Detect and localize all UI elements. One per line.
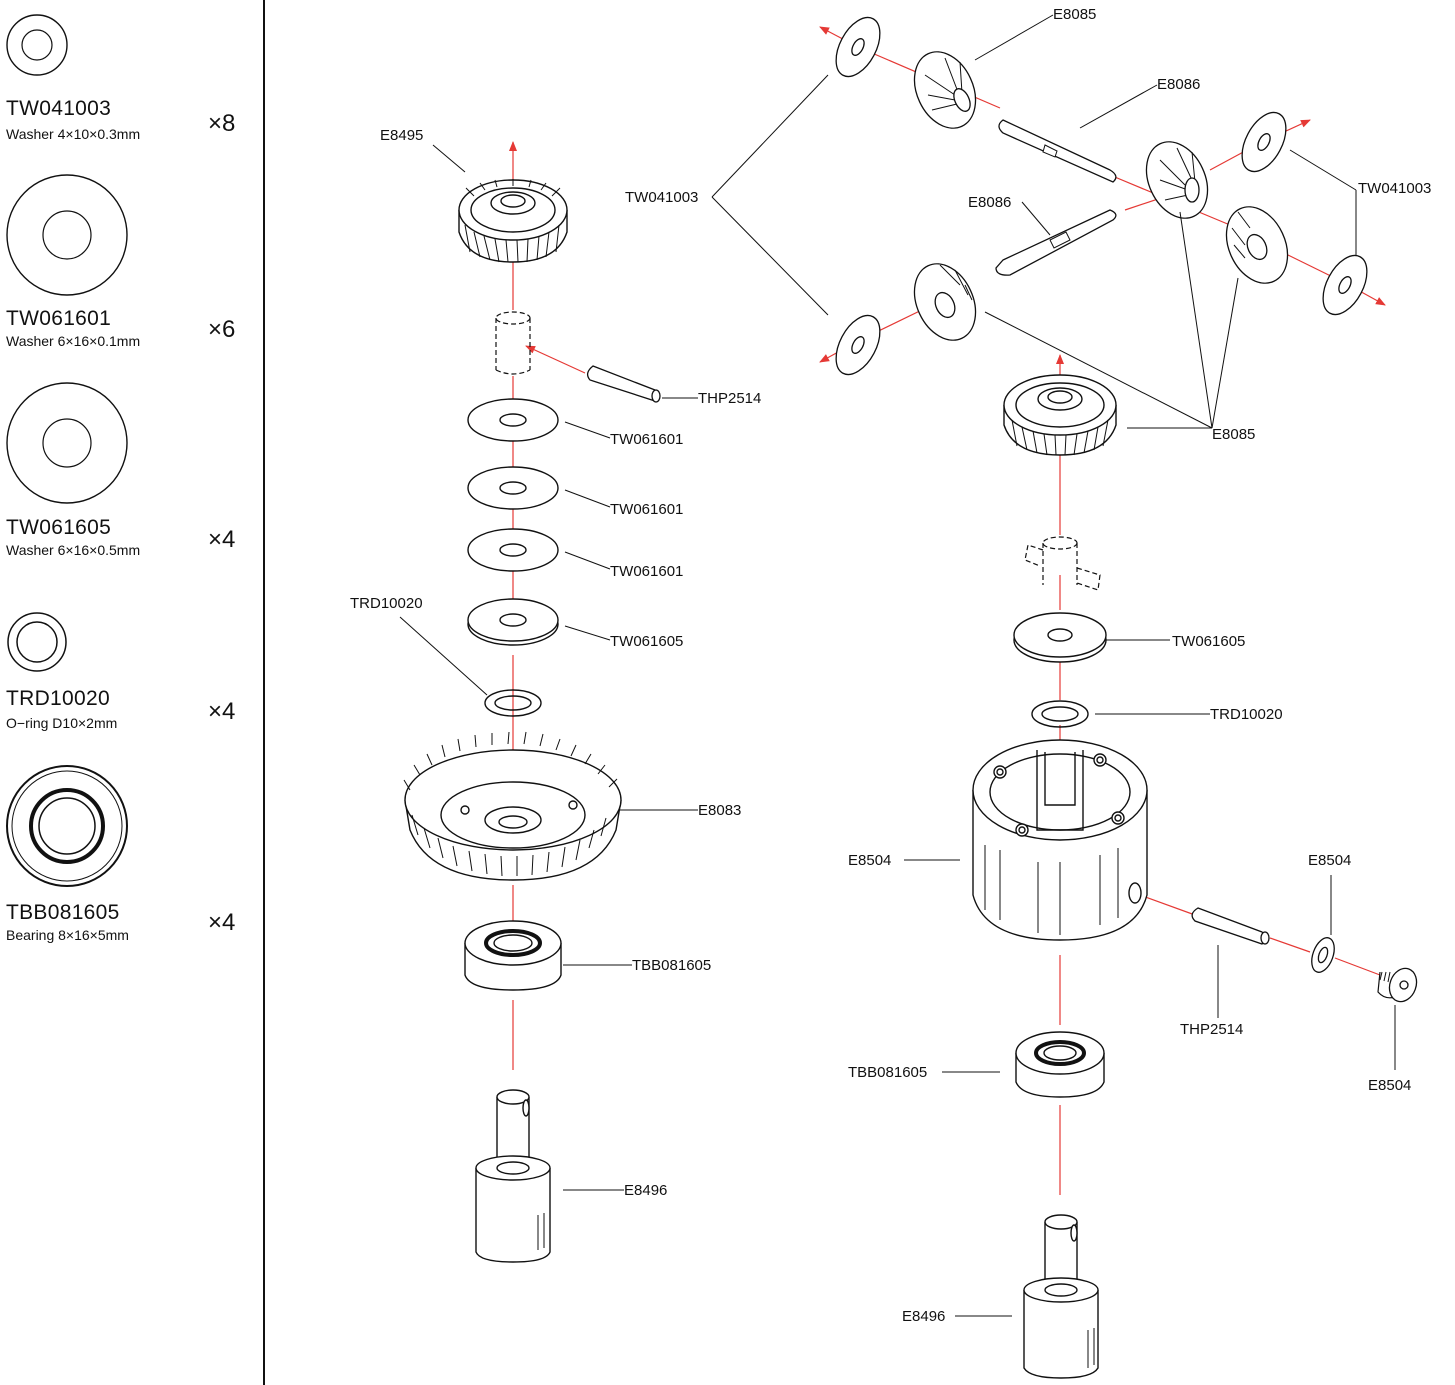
spider-gear-bottom-left — [913, 263, 977, 341]
crown-gear-e8083 — [403, 731, 622, 881]
parts-list-icons — [6, 14, 128, 887]
case-screw-parts — [1311, 937, 1418, 1003]
bearing-tbb081605-icon — [6, 765, 128, 887]
callout-label: E8504 — [848, 852, 892, 869]
spider-gears-e8085 — [913, 51, 1289, 341]
callout-label: E8083 — [698, 802, 742, 819]
oring-trd10020-icon — [7, 612, 67, 672]
drive-cup-left — [475, 1089, 551, 1263]
part-code: TW041003 — [6, 97, 112, 120]
cross-pin-dashed — [1024, 536, 1101, 591]
callout-label: TW061601 — [610, 563, 684, 580]
callout-label: TRD10020 — [1210, 706, 1283, 723]
right-leader-lines — [711, 14, 1396, 1317]
callout-label: E8495 — [380, 127, 424, 144]
callout-label: E8504 — [1368, 1077, 1412, 1094]
callout-label: TW041003 — [1358, 180, 1432, 197]
callout-label: E8504 — [1308, 852, 1352, 869]
callout-label: E8496 — [624, 1182, 668, 1199]
spider-gear-top-left — [913, 51, 977, 129]
callout-label: TRD10020 — [350, 595, 423, 612]
part-quantity: ×8 — [208, 110, 236, 137]
cross-shafts-e8086 — [995, 119, 1117, 276]
spider-gear-top-right — [1145, 141, 1209, 219]
part-description: Washer 4×10×0.3mm — [6, 126, 141, 142]
bevel-gear-e8085-right — [1003, 374, 1117, 456]
part-quantity: ×4 — [208, 698, 236, 725]
right-assembly — [711, 14, 1418, 1379]
bevel-gear-e8495 — [458, 179, 568, 263]
part-quantity: ×6 — [208, 316, 236, 343]
left-leader-lines — [399, 144, 698, 1191]
oring-right — [1031, 700, 1089, 728]
left-assembly — [399, 141, 698, 1263]
part-description: Bearing 8×16×5mm — [6, 927, 129, 943]
part-description: Washer 6×16×0.1mm — [6, 333, 141, 349]
washer-tw041003-icon — [6, 14, 68, 76]
part-code: TW061605 — [6, 516, 112, 539]
callout-label: TW041003 — [625, 189, 699, 206]
diff-case-e8504 — [972, 739, 1148, 941]
callout-label: E8085 — [1053, 6, 1097, 23]
part-description: O−ring D10×2mm — [6, 715, 118, 731]
pin-holder-dashed — [495, 311, 531, 375]
callout-label: E8086 — [1157, 76, 1201, 93]
callout-label: E8085 — [1212, 426, 1256, 443]
part-code: TRD10020 — [6, 687, 110, 710]
bearing-left — [464, 920, 562, 991]
callout-label: TBB081605 — [848, 1064, 928, 1081]
callout-label: TW061601 — [610, 501, 684, 518]
callout-label: TW061605 — [610, 633, 684, 650]
spider-gear-bottom-right — [1225, 206, 1289, 284]
part-quantity: ×4 — [208, 526, 236, 553]
callout-label: E8086 — [968, 194, 1012, 211]
washer-tw061605-icon — [6, 382, 128, 504]
callout-label: TW061601 — [610, 431, 684, 448]
part-code: TW061601 — [6, 307, 112, 330]
drive-cup-right — [1023, 1214, 1099, 1379]
callout-label: THP2514 — [1180, 1021, 1244, 1038]
callout-label: THP2514 — [698, 390, 762, 407]
washers-left — [467, 398, 559, 646]
bearing-right — [1015, 1031, 1105, 1098]
callout-label: TW061605 — [1172, 633, 1246, 650]
callout-label: TBB081605 — [632, 957, 712, 974]
washer-tw061601-icon — [6, 174, 128, 296]
washers-tw041003-right — [835, 16, 1368, 376]
pin-thp2514-right — [1191, 907, 1270, 945]
washer-tw061605-right — [1013, 612, 1107, 663]
callout-label: E8496 — [902, 1308, 946, 1325]
part-description: Washer 6×16×0.5mm — [6, 542, 141, 558]
part-quantity: ×4 — [208, 909, 236, 936]
part-code: TBB081605 — [6, 901, 120, 924]
pin-thp2514 — [586, 365, 661, 403]
oring-left — [484, 689, 542, 717]
